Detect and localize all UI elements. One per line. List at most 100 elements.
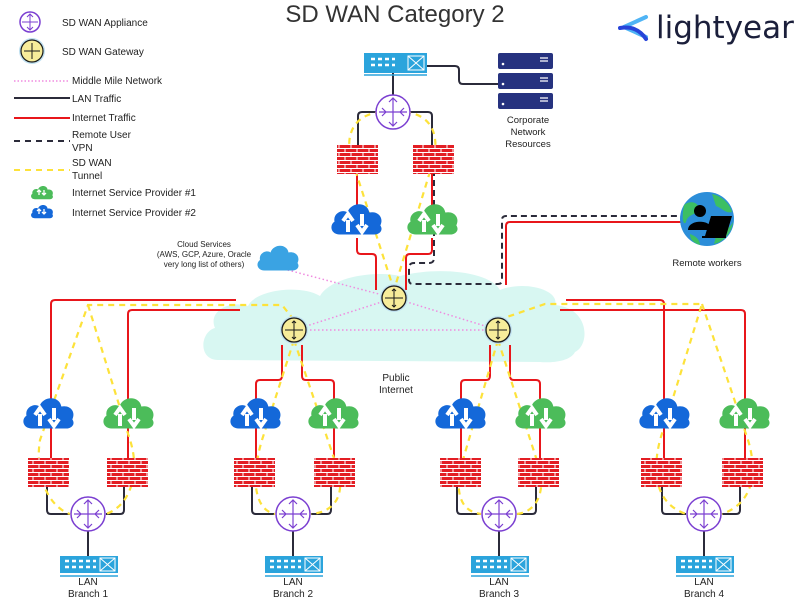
lan-switch-branch3[interactable]: [471, 556, 529, 577]
legend-label-vpn-2: VPN: [72, 143, 93, 154]
branch-label-name: Branch 3: [479, 589, 519, 600]
logo-text: lightyear: [656, 10, 794, 46]
firewall-icon-b2-left: [234, 458, 275, 487]
legend-label-isp2: Internet Service Provider #2: [72, 208, 196, 219]
firewall-icon-b3-left: [440, 458, 481, 487]
lan-line-branch4: [661, 486, 741, 515]
firewall-icon-hq-right: [413, 145, 454, 174]
lightyear-logo[interactable]: lightyear: [618, 10, 794, 46]
firewall-icon-b3-right: [518, 458, 559, 487]
firewall-icon-b2-right: [314, 458, 355, 487]
branch-label-name: Branch 2: [273, 589, 313, 600]
corporate-label-3: Resources: [505, 139, 551, 150]
isp1-cloud-icon: [31, 186, 53, 200]
isp2-cloud-branch2: [230, 398, 281, 430]
lan-switch-branch1[interactable]: [60, 556, 118, 577]
cloud-services-label-1: Cloud Services: [177, 240, 231, 249]
isp2-cloud-branch4: [639, 398, 690, 430]
firewall-icon-b4-left: [641, 458, 682, 487]
legend-label-internet: Internet Traffic: [72, 113, 136, 124]
firewall-icon-hq-left: [337, 145, 378, 174]
lan-switch-branch4[interactable]: [676, 556, 734, 577]
sd-wan-gateway-central[interactable]: [380, 284, 408, 312]
internet-line-branch1-isp1: [127, 309, 240, 400]
sd-wan-appliance-branch2[interactable]: [275, 496, 311, 532]
internet-line-isp-to-firewall: [50, 425, 746, 458]
isp1-cloud-branch3: [515, 398, 566, 430]
firewall-icon-b4-right: [722, 458, 763, 487]
internet-line-branch2-isp1: [301, 345, 335, 400]
branch-label-name: Branch 4: [684, 589, 724, 600]
sdwan-tunnel-hq-left: [348, 110, 396, 291]
legend: SD WAN Appliance SD WAN Gateway Middle M…: [14, 11, 196, 219]
sd-wan-gateway-left[interactable]: [280, 316, 308, 344]
firewall-icon-b1-right: [107, 458, 148, 487]
legend-label-gateway: SD WAN Gateway: [62, 47, 144, 58]
sdwan-tunnel-b2-left: [254, 339, 296, 516]
sd-wan-appliance-branch3[interactable]: [481, 496, 517, 532]
diagram-title: SD WAN Category 2: [285, 1, 504, 28]
lan-line-branch1: [46, 486, 125, 515]
hq-sd-wan-appliance[interactable]: [375, 94, 411, 130]
sd-wan-appliance-icon: [19, 11, 41, 33]
legend-label-isp1: Internet Service Provider #1: [72, 188, 196, 199]
remote-workers-label: Remote workers: [672, 258, 741, 269]
isp-clouds: [23, 204, 770, 430]
firewalls: [28, 145, 763, 487]
lan-switch-branch2[interactable]: [265, 556, 323, 577]
internet-line-branch4-isp1: [560, 309, 746, 400]
internet-line-branch3-isp1: [509, 345, 541, 400]
hq-switch[interactable]: [364, 53, 427, 76]
legend-label-sdwan-2: Tunnel: [72, 171, 102, 182]
isp1-cloud-hq: [407, 204, 458, 236]
internet-line-branch4-isp2: [566, 299, 665, 400]
branch-label-lan: LAN: [283, 577, 302, 588]
lan-line-branch3: [456, 486, 537, 515]
remote-workers-icon[interactable]: [680, 192, 734, 246]
branch-label-lan: LAN: [694, 577, 713, 588]
firewall-icon-b1-left: [28, 458, 69, 487]
middle-mile-network: [279, 267, 499, 331]
lan-line-hq-firewalls: [357, 111, 433, 145]
sd-wan-appliance-branch4[interactable]: [686, 496, 722, 532]
cloud-services-icon[interactable]: [257, 245, 299, 271]
internet-line-remote: [505, 221, 684, 285]
branch-label-lan: LAN: [489, 577, 508, 588]
sd-wan-appliance-branch1[interactable]: [70, 496, 106, 532]
corporate-label-2: Network: [511, 127, 546, 138]
isp1-cloud-branch4: [719, 398, 770, 430]
legend-label-lan: LAN Traffic: [72, 94, 121, 105]
vpn-line-remote: [408, 170, 684, 285]
cloud-services-label-2: (AWS, GCP, Azure, Oracle: [157, 250, 252, 259]
lan-line-branch2: [251, 486, 332, 515]
isp2-cloud-branch3: [435, 398, 486, 430]
public-internet-label-2: Internet: [379, 385, 413, 396]
sd-wan-gateways: [280, 284, 512, 344]
internet-line-branch3-isp2: [460, 345, 491, 400]
isp2-cloud-hq: [331, 204, 382, 236]
internet-line-branch2-isp2: [255, 345, 283, 400]
branch-label-lan: LAN: [78, 577, 97, 588]
lightyear-arrow-logo-icon: [618, 15, 648, 41]
corporate-servers-icon[interactable]: [498, 53, 553, 109]
legend-label-appliance: SD WAN Appliance: [62, 18, 148, 29]
public-internet-label-1: Public: [382, 373, 409, 384]
sd-wan-gateway-right[interactable]: [484, 316, 512, 344]
corporate-label-1: Corporate: [507, 115, 549, 126]
cloud-services-label-3: very long list of others): [164, 260, 245, 269]
internet-line-branch1-isp2: [50, 299, 236, 400]
sdwan-tunnel-b1-right: [86, 304, 136, 516]
legend-label-sdwan-1: SD WAN: [72, 158, 112, 169]
isp1-cloud-branch1: [103, 398, 154, 430]
branch-label-name: Branch 1: [68, 589, 108, 600]
lan-line-corporate: [427, 65, 500, 85]
legend-label-middle-mile: Middle Mile Network: [72, 76, 163, 87]
isp2-cloud-icon: [31, 205, 53, 219]
isp2-cloud-branch1: [23, 398, 74, 430]
